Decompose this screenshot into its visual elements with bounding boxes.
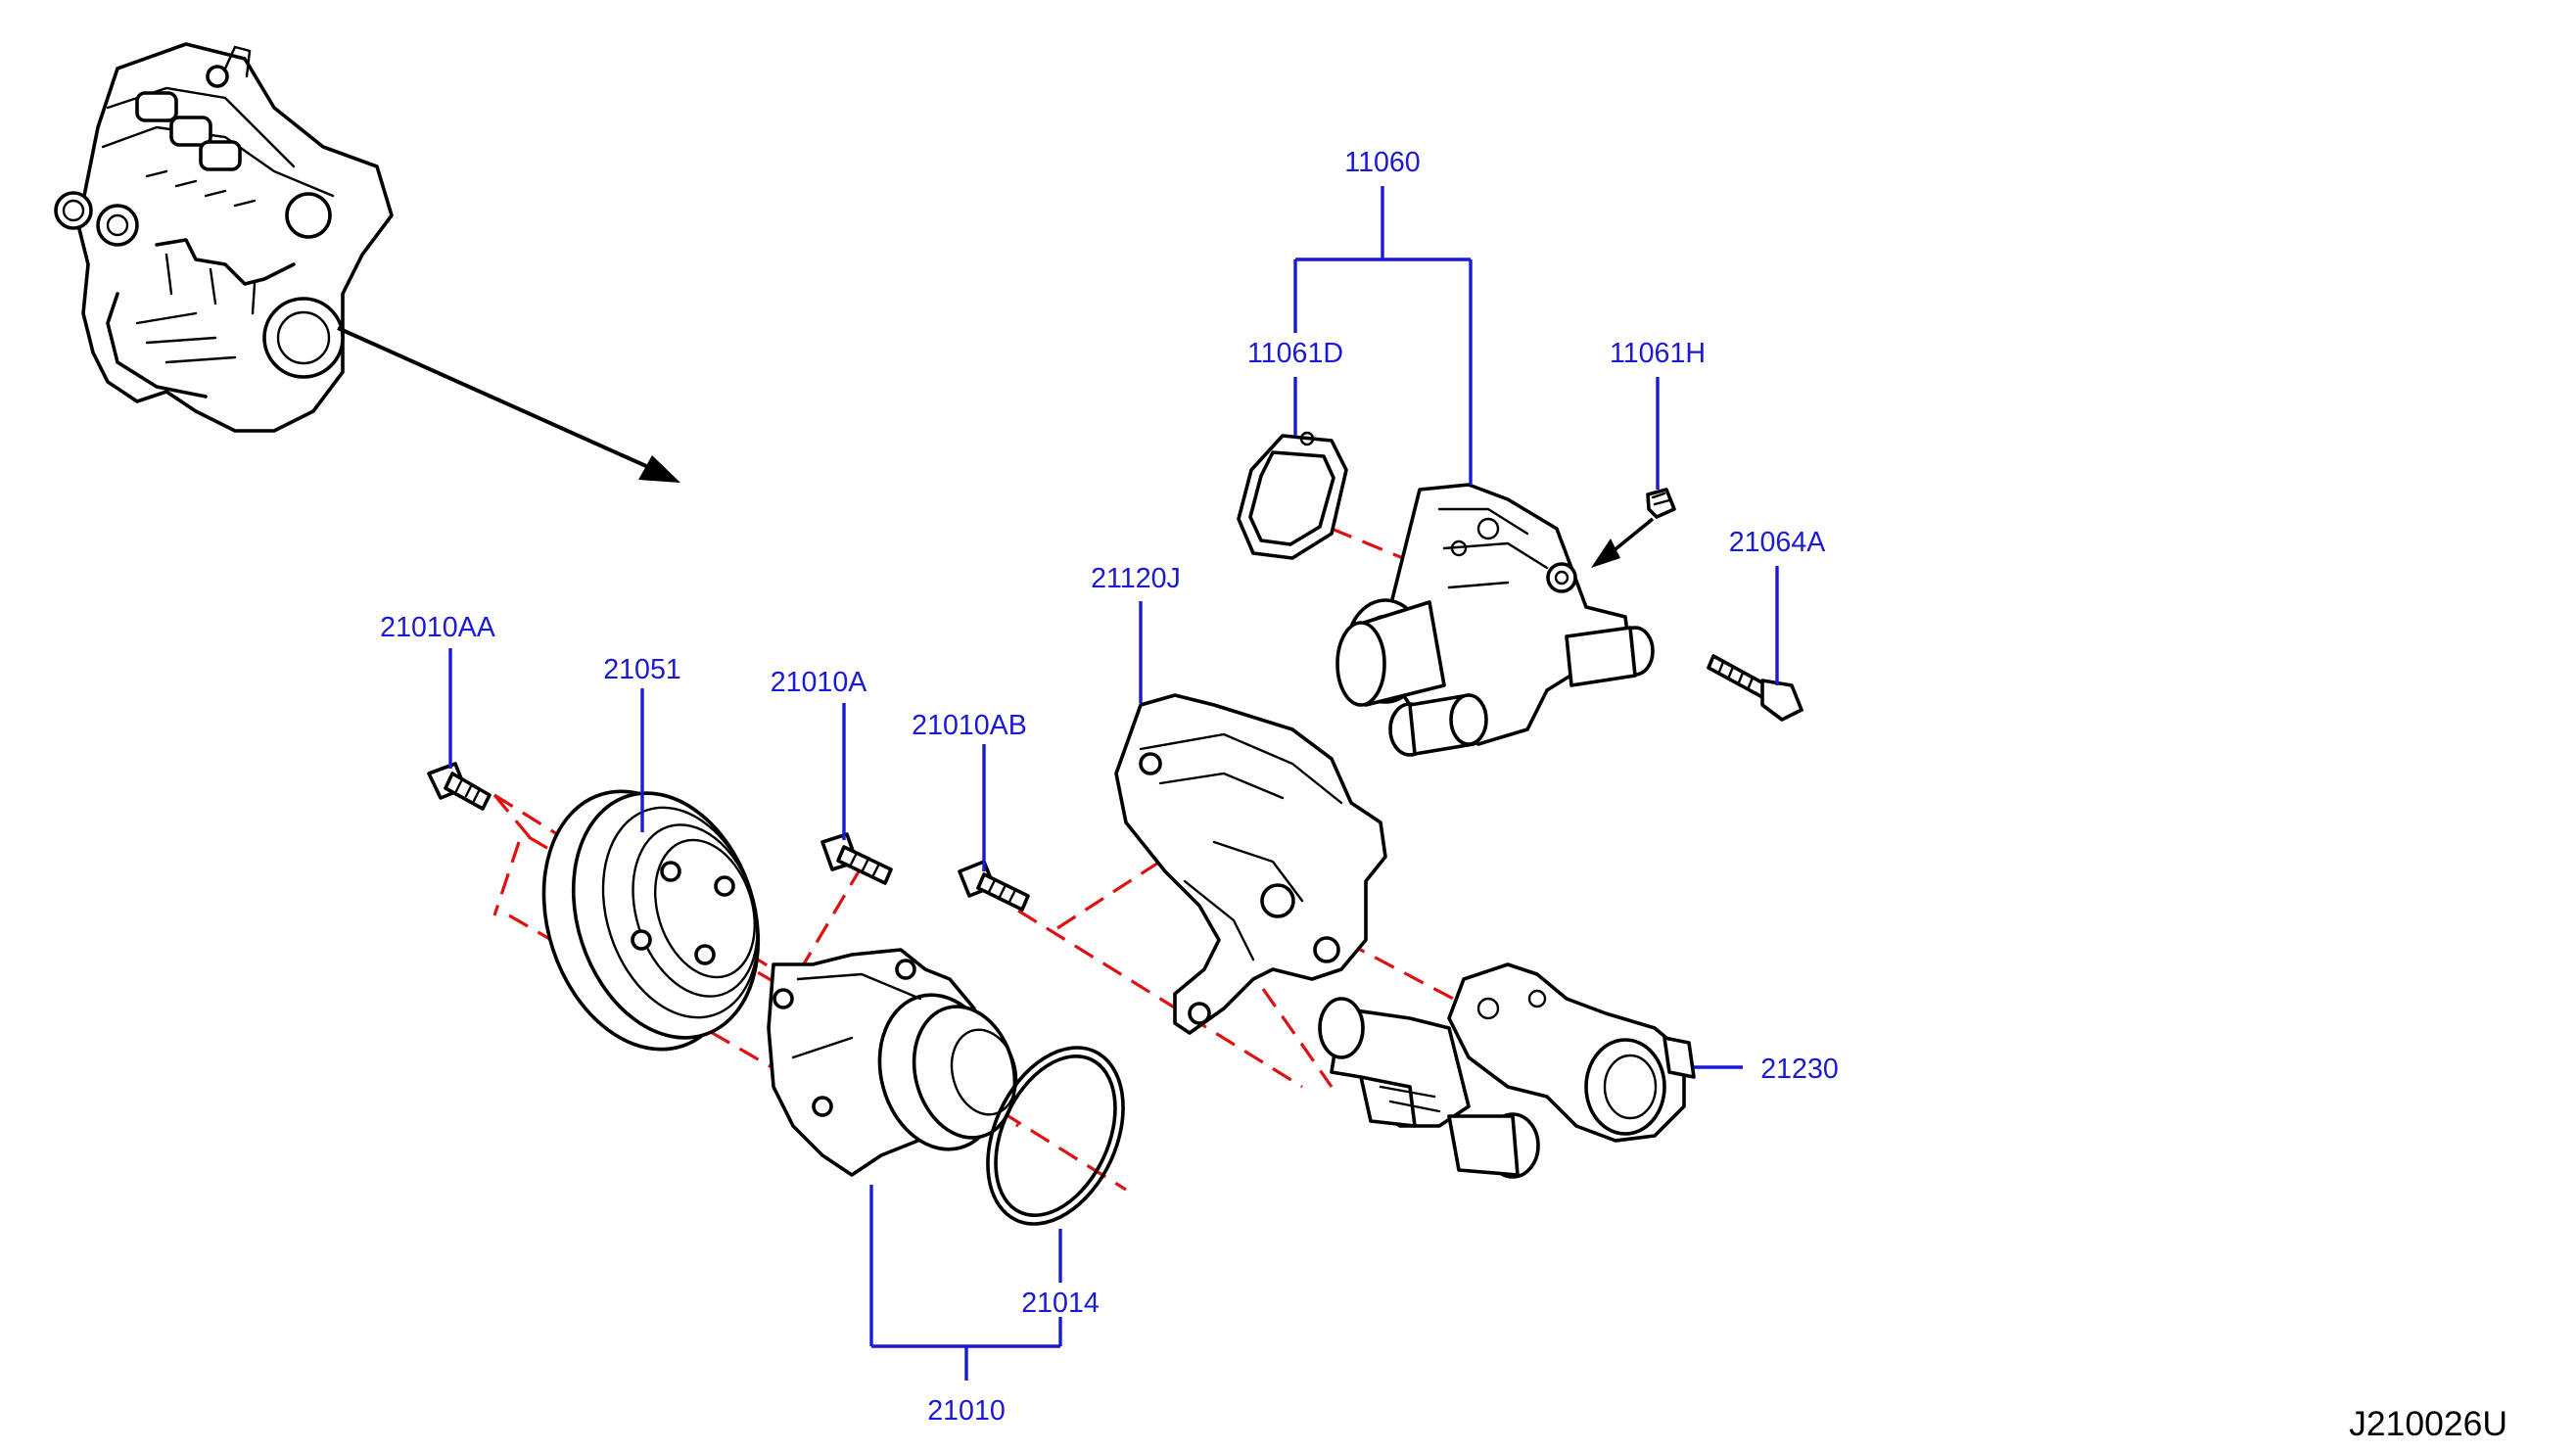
water-pump-21010	[767, 948, 1018, 1177]
pulley-21051	[541, 789, 761, 1052]
o-ring-21014	[986, 1046, 1125, 1226]
engine-overview-illustration	[54, 42, 394, 433]
part-label-21014[interactable]: 21014	[1021, 1288, 1100, 1319]
part-label-21010[interactable]: 21010	[927, 1395, 1006, 1427]
thermostat-housing-11060	[1335, 483, 1655, 757]
part-label-21120j[interactable]: 21120J	[1091, 563, 1181, 594]
part-label-21064a[interactable]: 21064A	[1729, 527, 1827, 558]
part-label-11060[interactable]: 11060	[1344, 147, 1420, 178]
plug-11061h	[1591, 488, 1676, 568]
bolt-21010aa	[427, 762, 492, 811]
location-arrow	[337, 326, 680, 483]
part-label-11061h[interactable]: 11061H	[1610, 338, 1706, 369]
bolt-21010a	[820, 832, 893, 885]
bracket-21120j	[1114, 693, 1387, 1035]
part-label-11061d[interactable]: 11061D	[1247, 338, 1343, 369]
part-label-21230[interactable]: 21230	[1760, 1054, 1839, 1085]
part-label-21051[interactable]: 21051	[603, 654, 681, 685]
diagram-code: J210026U	[2349, 1404, 2507, 1443]
gasket-11061d	[1237, 431, 1348, 560]
part-label-21010aa[interactable]: 21010AA	[380, 612, 496, 643]
leader-lines	[448, 186, 1779, 1381]
bolt-21064a	[1707, 654, 1803, 722]
bolt-21010ab	[958, 860, 1030, 912]
part-labels: 11060 11061D 11061H 21064A 21120J 21010A…	[380, 147, 1839, 1427]
part-label-21010ab[interactable]: 21010AB	[912, 710, 1027, 741]
water-outlet-21230	[1318, 962, 1696, 1179]
part-label-21010a[interactable]: 21010A	[771, 667, 868, 698]
